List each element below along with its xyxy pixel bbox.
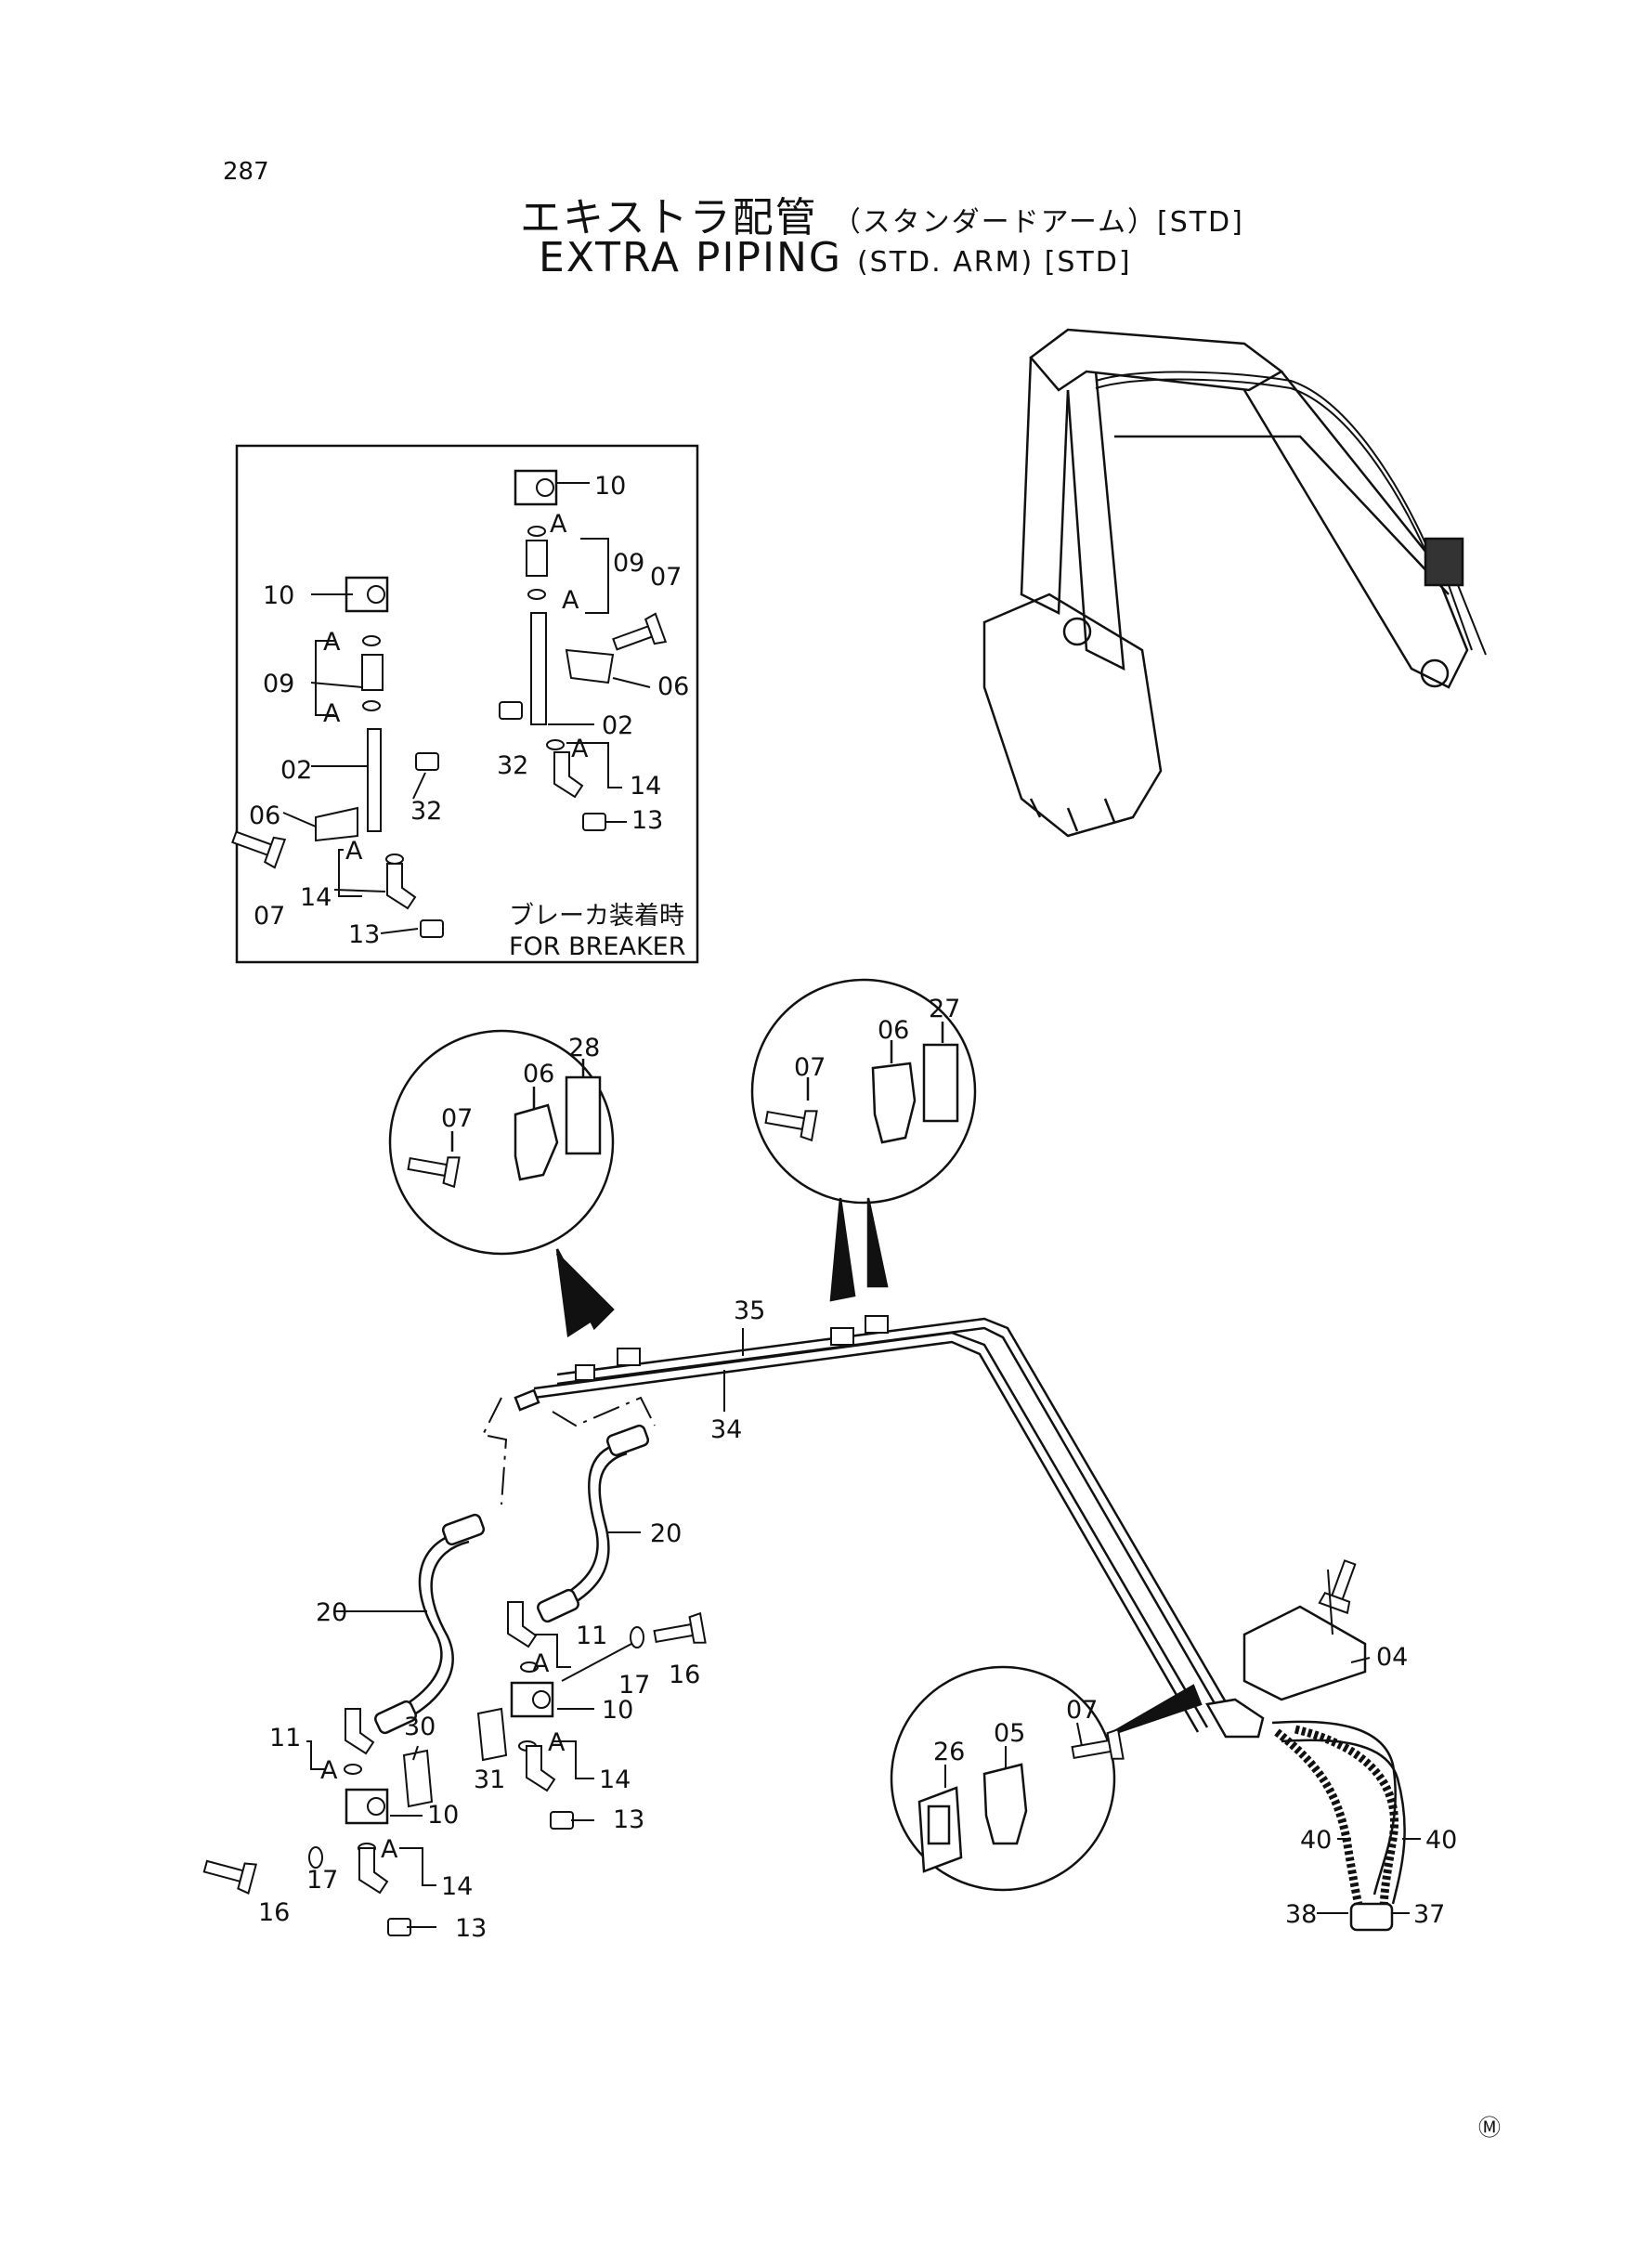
label-16-lower-middle: 16 [669,1661,700,1689]
label-06-detail-1: 06 [523,1060,554,1088]
label-13-inset-right: 13 [631,806,663,835]
label-A-inset-2: A [323,699,341,728]
label-07-inset-right: 07 [650,563,682,592]
label-04: 04 [1376,1643,1408,1672]
label-10-lower-middle: 10 [602,1696,633,1725]
label-34: 34 [710,1415,742,1444]
label-40-right: 40 [1425,1826,1457,1855]
label-05: 05 [994,1719,1025,1748]
label-02-inset-left: 02 [280,756,312,785]
lower-middle-fittings [476,1601,707,1830]
label-06-inset-left: 06 [249,801,280,830]
pipe-02-right [530,612,547,725]
label-09-inset-left: 09 [263,670,294,698]
inset-caption-jp: ブレーカ装着時 [509,902,684,931]
excavator-arm-illustration [982,328,1487,838]
label-07-inset-left: 07 [254,902,285,931]
label-A-inset-3: A [345,837,363,866]
adapter-09-right [526,540,548,577]
label-07-detail-1: 07 [441,1104,473,1133]
title-english: EXTRA PIPING (STD. ARM) [STD] [539,234,1132,281]
label-10-lower-left: 10 [427,1801,459,1830]
label-11-lower-middle: 11 [576,1622,607,1650]
label-32-inset-left: 32 [410,797,442,826]
label-A-inset-4: A [550,510,567,539]
label-A-inset-6: A [571,735,589,763]
label-06-detail-2: 06 [878,1016,909,1045]
label-37: 37 [1413,1900,1445,1929]
pipe-02-left [367,728,382,832]
label-20-right: 20 [650,1519,682,1548]
label-32-inset-right: 32 [497,751,528,780]
footer-mark: Ⓜ [1478,2115,1501,2141]
label-02-inset-right: 02 [602,711,633,740]
label-38: 38 [1285,1900,1317,1929]
title-jp-sub: （スタンダードアーム）[STD] [832,206,1244,239]
main-pipe-assembly [481,1315,1237,1733]
right-end-assembly [1205,1556,1421,1932]
label-07-detail-2: 07 [794,1053,826,1082]
label-A-lower-1: A [320,1756,338,1785]
label-06-inset-right: 06 [657,672,689,701]
label-40-left: 40 [1300,1826,1332,1855]
label-07-detail-3: 07 [1066,1696,1098,1725]
label-A-inset-5: A [562,586,579,615]
label-A-inset-1: A [323,628,341,657]
label-17-lower-middle: 17 [618,1671,650,1700]
adapter-09-left [361,654,384,691]
label-14-inset-right: 14 [630,772,661,801]
title-en-main: EXTRA PIPING [539,234,842,281]
label-A-lower-2: A [381,1835,398,1864]
label-16-lower-left: 16 [258,1898,290,1927]
label-35: 35 [734,1296,765,1325]
label-10-inset-right: 10 [594,472,626,501]
detail-circle-clamp-26 [890,1665,1203,1892]
inset-left-assembly [228,576,444,938]
label-30: 30 [404,1713,436,1741]
label-17-lower-left: 17 [306,1866,338,1895]
title-en-sub: (STD. ARM) [STD] [856,246,1132,279]
label-A-lower-4: A [548,1728,566,1757]
label-20-left: 20 [316,1598,347,1627]
title-jp-main: エキストラ配管 [520,194,818,241]
label-26: 26 [933,1738,965,1766]
label-A-lower-3: A [532,1649,550,1678]
label-14-lower-left: 14 [441,1872,473,1901]
page-number: 287 [223,158,269,186]
hose-20-right [537,1424,650,1623]
label-13-lower-left: 13 [455,1914,487,1943]
hose-20-left [334,1513,486,1735]
label-10-inset-left: 10 [263,581,294,610]
detail-circle-clamp-28 [388,1029,615,1338]
label-27-detail-2: 27 [929,995,960,1023]
inset-caption-en: FOR BREAKER [509,932,685,961]
label-14-inset-left: 14 [300,883,332,912]
breaker-inset-frame [235,444,699,964]
label-14-lower-middle: 14 [599,1765,631,1794]
label-28-detail-1: 28 [568,1034,600,1062]
label-09-inset-right: 09 [613,549,644,578]
label-13-lower-middle: 13 [613,1805,644,1834]
label-13-inset-left: 13 [348,920,380,949]
inset-right-assembly [499,469,667,831]
lower-left-fittings [201,1708,436,1936]
detail-circle-clamp-27 [750,978,977,1302]
label-11-lower-left: 11 [269,1724,301,1752]
label-31: 31 [474,1765,505,1794]
title-japanese: エキストラ配管 （スタンダードアーム）[STD] [520,184,1244,243]
